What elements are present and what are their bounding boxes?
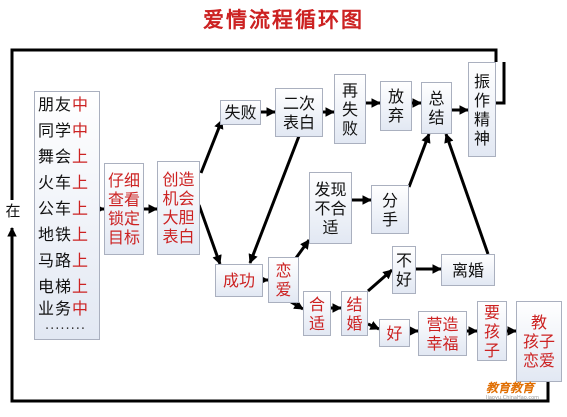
node-marry: 结婚	[341, 291, 368, 336]
node-have-child: 要孩子	[477, 301, 507, 361]
place-item: 朋友中	[38, 95, 90, 114]
place-item: 同学中	[38, 121, 90, 140]
node-suitable: 合适	[303, 291, 331, 336]
loop-arrow-top	[10, 48, 498, 200]
arrow-love-to-mismatch	[294, 239, 311, 259]
node-not-good: 不好	[392, 246, 416, 294]
node-break-up: 分手	[371, 185, 409, 234]
loop-arrow-bottom	[7, 227, 550, 403]
watermark-logo: 教育教育 Jiaoyu.ChinaHao.com	[486, 381, 540, 401]
node-find-mismatch: 发现不合适	[309, 172, 352, 244]
node-love: 恋爱	[268, 257, 299, 303]
node-create-chance: 创造机会大胆表白	[157, 161, 200, 255]
arrow-breakup-to-summary	[407, 133, 431, 188]
node-summary: 总结	[421, 82, 452, 134]
node-spot-target: 仔细查看锁定目标	[104, 163, 144, 255]
place-item: 地铁上	[38, 225, 90, 244]
meeting-places-box: 朋友中 同学中 舞会上 火车上 公车上 地铁上 马路上 电梯上 业务中 ....…	[34, 91, 100, 340]
place-item: 公车上	[38, 199, 90, 218]
arrow-marry-to-bad	[367, 268, 393, 293]
node-fail-again: 再失败	[334, 74, 366, 144]
arrow-divorce-to-summary	[444, 133, 490, 255]
node-fail: 失败	[220, 100, 261, 125]
loop-side-label: 在	[4, 200, 22, 221]
node-give-up: 放弃	[380, 81, 412, 131]
node-good: 好	[379, 319, 410, 347]
arrow-marry-to-good	[367, 321, 380, 331]
node-divorce: 离婚	[441, 254, 495, 286]
arrow-chance-to-fail	[199, 119, 224, 174]
place-item: 业务中	[38, 299, 90, 318]
places-ellipsis: ........	[45, 318, 87, 333]
place-item: 电梯上	[38, 277, 90, 296]
arrow-second-to-success	[248, 135, 301, 264]
arrow-cheer-to-loop	[496, 62, 506, 105]
place-item: 舞会上	[38, 147, 90, 166]
place-item: 火车上	[38, 173, 90, 192]
arrow-chance-to-success	[197, 204, 222, 265]
node-build-happiness: 营造幸福	[418, 311, 467, 356]
node-teach-child-love: 教孩子恋爱	[516, 301, 562, 382]
node-second-confession: 二次表白	[275, 88, 323, 137]
arrow-love-to-suitable	[290, 300, 304, 311]
node-success: 成功	[215, 264, 263, 297]
place-item: 马路上	[38, 251, 90, 270]
diagram-title: 爱情流程循环图	[203, 8, 364, 32]
node-cheer-up: 振作精神	[468, 62, 496, 157]
